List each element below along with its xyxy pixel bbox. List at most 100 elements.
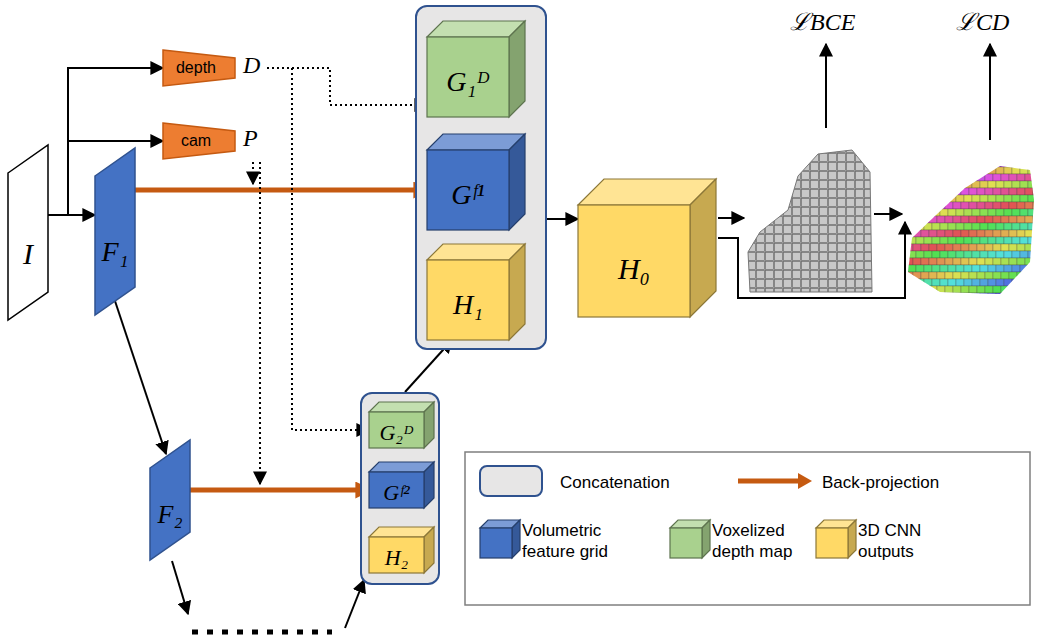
point-patch bbox=[980, 237, 988, 244]
point-patch bbox=[1009, 174, 1017, 181]
point-patch bbox=[1017, 272, 1025, 279]
point-patch bbox=[1004, 167, 1012, 174]
point-patch bbox=[1012, 195, 1020, 202]
point-patch bbox=[1012, 251, 1020, 258]
point-patch bbox=[913, 286, 921, 293]
point-patch bbox=[969, 244, 977, 251]
depth-network: depthD bbox=[163, 50, 235, 86]
point-patch bbox=[993, 202, 1001, 209]
point-patch bbox=[1009, 230, 1017, 237]
point-patch bbox=[905, 160, 913, 167]
parallelogram bbox=[95, 148, 135, 315]
point-patch bbox=[969, 230, 977, 237]
point-patch bbox=[953, 216, 961, 223]
point-patch bbox=[932, 209, 940, 216]
point-patch bbox=[1001, 160, 1009, 167]
point-patch bbox=[996, 223, 1004, 230]
network-name: depth bbox=[176, 59, 216, 77]
point-patch bbox=[988, 279, 996, 286]
point-patch bbox=[1012, 223, 1020, 230]
backprojection-arrow bbox=[190, 488, 369, 493]
flow-arrow bbox=[345, 580, 364, 628]
point-patch bbox=[977, 188, 985, 195]
cube-faces bbox=[480, 520, 522, 560]
point-patch bbox=[985, 216, 993, 223]
point-patch bbox=[988, 237, 996, 244]
point-patch bbox=[1012, 167, 1020, 174]
legend-swatch bbox=[816, 528, 848, 558]
flow-arrow bbox=[547, 218, 578, 220]
point-patch bbox=[980, 265, 988, 272]
point-patch bbox=[1033, 244, 1040, 251]
point-patch bbox=[956, 181, 964, 188]
point-patch bbox=[908, 293, 916, 300]
point-patch bbox=[969, 174, 977, 181]
feature-map: F₂ bbox=[150, 440, 190, 560]
point-patch bbox=[1017, 216, 1025, 223]
loss-label: ℒCD bbox=[956, 4, 1009, 37]
point-patch bbox=[921, 230, 929, 237]
point-patch bbox=[908, 223, 916, 230]
point-patch bbox=[972, 265, 980, 272]
point-patch bbox=[924, 223, 932, 230]
point-patch bbox=[1009, 160, 1017, 167]
point-patch bbox=[1036, 167, 1040, 174]
point-patch bbox=[980, 251, 988, 258]
point-patch bbox=[985, 244, 993, 251]
point-patch bbox=[929, 174, 937, 181]
point-patch bbox=[945, 160, 953, 167]
point-patch bbox=[924, 195, 932, 202]
point-patch bbox=[937, 216, 945, 223]
point-patch bbox=[964, 167, 972, 174]
point-patch bbox=[996, 167, 1004, 174]
point-patch bbox=[937, 188, 945, 195]
point-patch bbox=[988, 251, 996, 258]
point-patch bbox=[924, 265, 932, 272]
point-patch bbox=[964, 279, 972, 286]
legend-text: 3D CNN outputs bbox=[858, 520, 958, 562]
point-patch bbox=[929, 216, 937, 223]
point-patch bbox=[940, 293, 948, 300]
point-patch bbox=[916, 167, 924, 174]
point-patch bbox=[908, 265, 916, 272]
point-patch bbox=[940, 167, 948, 174]
point-patch bbox=[972, 251, 980, 258]
point-patch bbox=[1025, 216, 1033, 223]
point-patch bbox=[977, 160, 985, 167]
point-patch bbox=[908, 209, 916, 216]
point-patch bbox=[1020, 265, 1028, 272]
point-patch bbox=[1012, 237, 1020, 244]
legend-text: Volumetric feature grid bbox=[522, 520, 642, 562]
point-patch bbox=[964, 251, 972, 258]
point-patch bbox=[993, 286, 1001, 293]
flow-arrow bbox=[718, 217, 744, 219]
point-patch bbox=[980, 195, 988, 202]
point-patch bbox=[1012, 279, 1020, 286]
cube-faces bbox=[578, 179, 718, 319]
point-patch bbox=[948, 293, 956, 300]
point-patch bbox=[921, 272, 929, 279]
point-patch bbox=[961, 202, 969, 209]
point-patch bbox=[1025, 160, 1033, 167]
ellipsis-dots bbox=[192, 630, 332, 635]
point-patch bbox=[1017, 188, 1025, 195]
point-patch bbox=[1017, 244, 1025, 251]
backprojection-sample bbox=[798, 473, 812, 489]
point-patch bbox=[1028, 265, 1036, 272]
point-patch bbox=[969, 188, 977, 195]
point-patch bbox=[932, 167, 940, 174]
point-patch bbox=[929, 160, 937, 167]
point-patch bbox=[1025, 202, 1033, 209]
point-patch bbox=[1017, 160, 1025, 167]
point-patch bbox=[969, 202, 977, 209]
point-patch bbox=[948, 209, 956, 216]
point-patch bbox=[921, 216, 929, 223]
point-patch bbox=[916, 209, 924, 216]
point-patch bbox=[964, 209, 972, 216]
point-patch bbox=[929, 286, 937, 293]
point-patch bbox=[1020, 209, 1028, 216]
point-patch bbox=[1009, 244, 1017, 251]
point-patch bbox=[945, 258, 953, 265]
point-patch bbox=[1025, 258, 1033, 265]
legend-swatch bbox=[670, 528, 702, 558]
